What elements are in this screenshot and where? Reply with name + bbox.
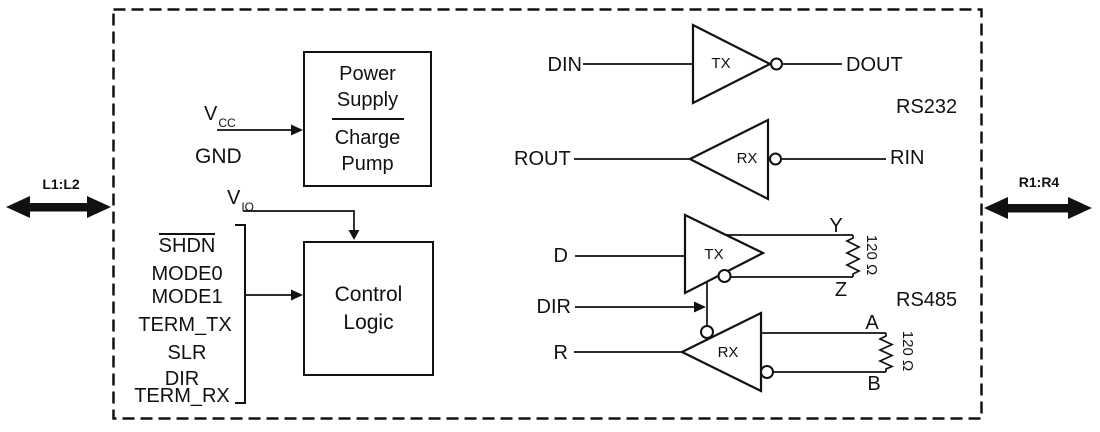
rs232-tx-label: TX <box>711 55 731 72</box>
left-bus-arrow <box>6 196 111 218</box>
rs485-section-label: RS485 <box>896 289 958 311</box>
pin-term-rx: TERM_RX <box>134 385 230 407</box>
power-supply-block: Power Supply Charge Pump <box>303 51 432 187</box>
gnd-pin-label: GND <box>195 145 242 168</box>
rs485-tx-buffer <box>575 213 861 295</box>
rout-pin-label: ROUT <box>514 148 571 170</box>
left-port-label: L1:L2 <box>42 176 80 192</box>
termination-resistor-a-b <box>877 333 895 372</box>
rs485-tx-termination-label: 120 Ω <box>863 234 880 276</box>
vcc-pin-label: VCC <box>204 103 236 130</box>
rs232-section-label: RS232 <box>896 96 958 118</box>
pin-term-tx: TERM_TX <box>138 314 232 336</box>
inverter-bubble <box>769 152 782 166</box>
vio-pin-label: VIO <box>227 187 255 214</box>
rs232-rx-buffer <box>574 118 886 201</box>
control-arrow <box>245 289 303 301</box>
control-logic-block: Control Logic <box>303 241 434 376</box>
dir-enable-line <box>575 282 714 339</box>
inverter-bubble <box>717 269 732 283</box>
rs485-rx-buffer <box>574 311 895 393</box>
rs232-tx-buffer <box>583 23 842 105</box>
r-pin-label: R <box>553 342 568 364</box>
din-pin-label: DIN <box>547 54 582 76</box>
y-pin-label: Y <box>829 215 843 237</box>
z-pin-label: Z <box>834 279 848 301</box>
charge-pump-title: Charge Pump <box>334 127 401 175</box>
pin-dir: DIR <box>164 368 200 390</box>
rin-pin-label: RIN <box>890 147 925 169</box>
b-pin-label: B <box>867 373 881 395</box>
pin-mode0: MODE0 <box>151 263 223 285</box>
rs485-tx-label: TX <box>704 246 724 263</box>
right-bus-arrow <box>984 197 1092 219</box>
d-pin-label: D <box>553 245 568 267</box>
rs485-rx-label: RX <box>717 344 739 361</box>
a-pin-label: A <box>865 312 879 334</box>
pin-slr: SLR <box>167 342 207 364</box>
dout-pin-label: DOUT <box>846 54 903 76</box>
rs485-rx-termination-label: 120 Ω <box>899 330 916 372</box>
control-input-bracket <box>235 224 246 404</box>
chip-boundary <box>112 8 983 420</box>
dir-pin-label: DIR <box>536 296 571 318</box>
right-port-label: R1:R4 <box>1018 174 1060 190</box>
power-supply-title: Power Supply <box>336 63 399 111</box>
vcc-arrow <box>217 124 303 136</box>
pin-shdn: SHDN <box>158 233 216 257</box>
inverter-bubble <box>770 57 783 71</box>
control-logic-title: Control Logic <box>334 283 403 334</box>
enable-bubble <box>700 325 714 339</box>
rs232-rx-label: RX <box>736 150 758 167</box>
inverter-bubble <box>760 365 774 379</box>
termination-resistor-y-z <box>845 235 861 277</box>
vio-arrow <box>243 210 360 240</box>
power-block-divider <box>331 118 404 120</box>
pin-mode1: MODE1 <box>151 286 223 308</box>
